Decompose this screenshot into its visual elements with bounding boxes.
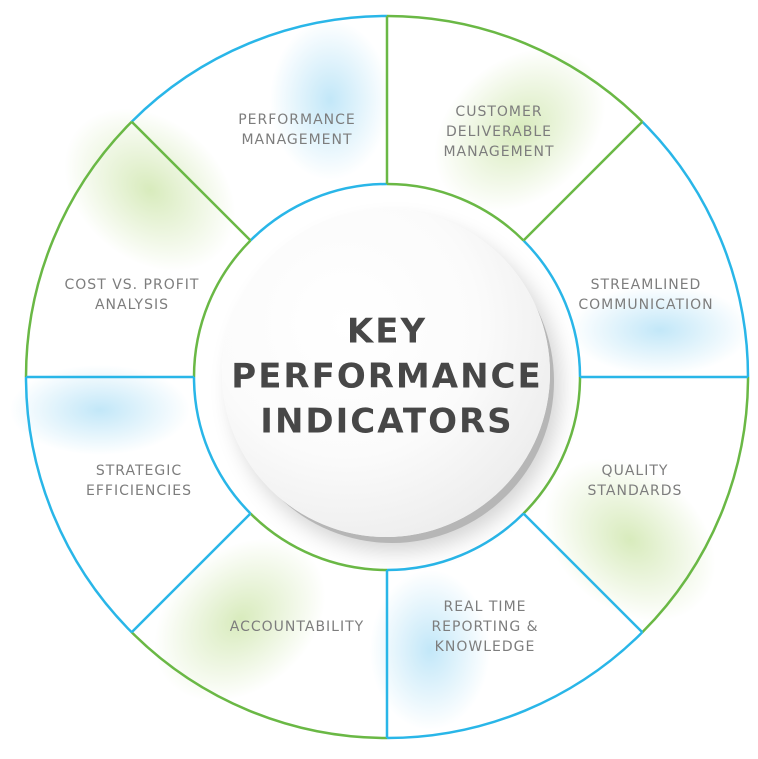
label-line: ACCOUNTABILITY xyxy=(229,619,365,635)
segment-label-strategic-efficiencies: STRATEGIC EFFICIENCIES xyxy=(86,461,192,501)
label-line: KNOWLEDGE xyxy=(434,639,536,655)
segment-label-real-time-reporting-knowledge: REAL TIME REPORTING & KNOWLEDGE xyxy=(431,597,538,657)
segment-label-cost-vs-profit-analysis: COST VS. PROFIT ANALYSIS xyxy=(65,275,200,315)
label-line: COST VS. PROFIT xyxy=(64,277,200,293)
title-line-1: KEY xyxy=(346,311,428,352)
segment-glows xyxy=(10,20,750,730)
label-line: QUALITY xyxy=(601,463,669,479)
label-line: MANAGEMENT xyxy=(241,132,353,148)
segment-label-accountability: ACCOUNTABILITY xyxy=(230,617,364,637)
label-line: CUSTOMER xyxy=(455,104,543,120)
center-disc xyxy=(222,209,550,537)
ring-arcs xyxy=(24,14,750,740)
label-line: MANAGEMENT xyxy=(443,144,555,160)
label-line: STREAMLINED xyxy=(590,277,702,293)
title-line-3: INDICATORS xyxy=(260,401,514,442)
segment-label-quality-standards: QUALITY STANDARDS xyxy=(588,461,683,501)
label-line: DELIVERABLE xyxy=(446,124,552,140)
label-line: REPORTING & xyxy=(431,619,539,635)
segment-label-performance-management: PERFORMANCE MANAGEMENT xyxy=(238,110,356,150)
label-line: STANDARDS xyxy=(587,483,683,499)
label-line: COMMUNICATION xyxy=(578,297,714,313)
label-line: ANALYSIS xyxy=(94,297,170,313)
segment-label-customer-deliverable-management: CUSTOMER DELIVERABLE MANAGEMENT xyxy=(443,102,554,162)
segment-label-streamlined-communication: STREAMLINED COMMUNICATION xyxy=(578,275,713,315)
label-line: EFFICIENCIES xyxy=(86,483,192,499)
label-line: PERFORMANCE xyxy=(238,112,356,128)
divider-lines xyxy=(26,16,748,738)
title-line-2: PERFORMANCE xyxy=(231,356,543,397)
label-line: REAL TIME xyxy=(443,599,527,615)
label-line: STRATEGIC xyxy=(95,463,183,479)
center-title: KEY PERFORMANCE INDICATORS xyxy=(231,310,542,445)
